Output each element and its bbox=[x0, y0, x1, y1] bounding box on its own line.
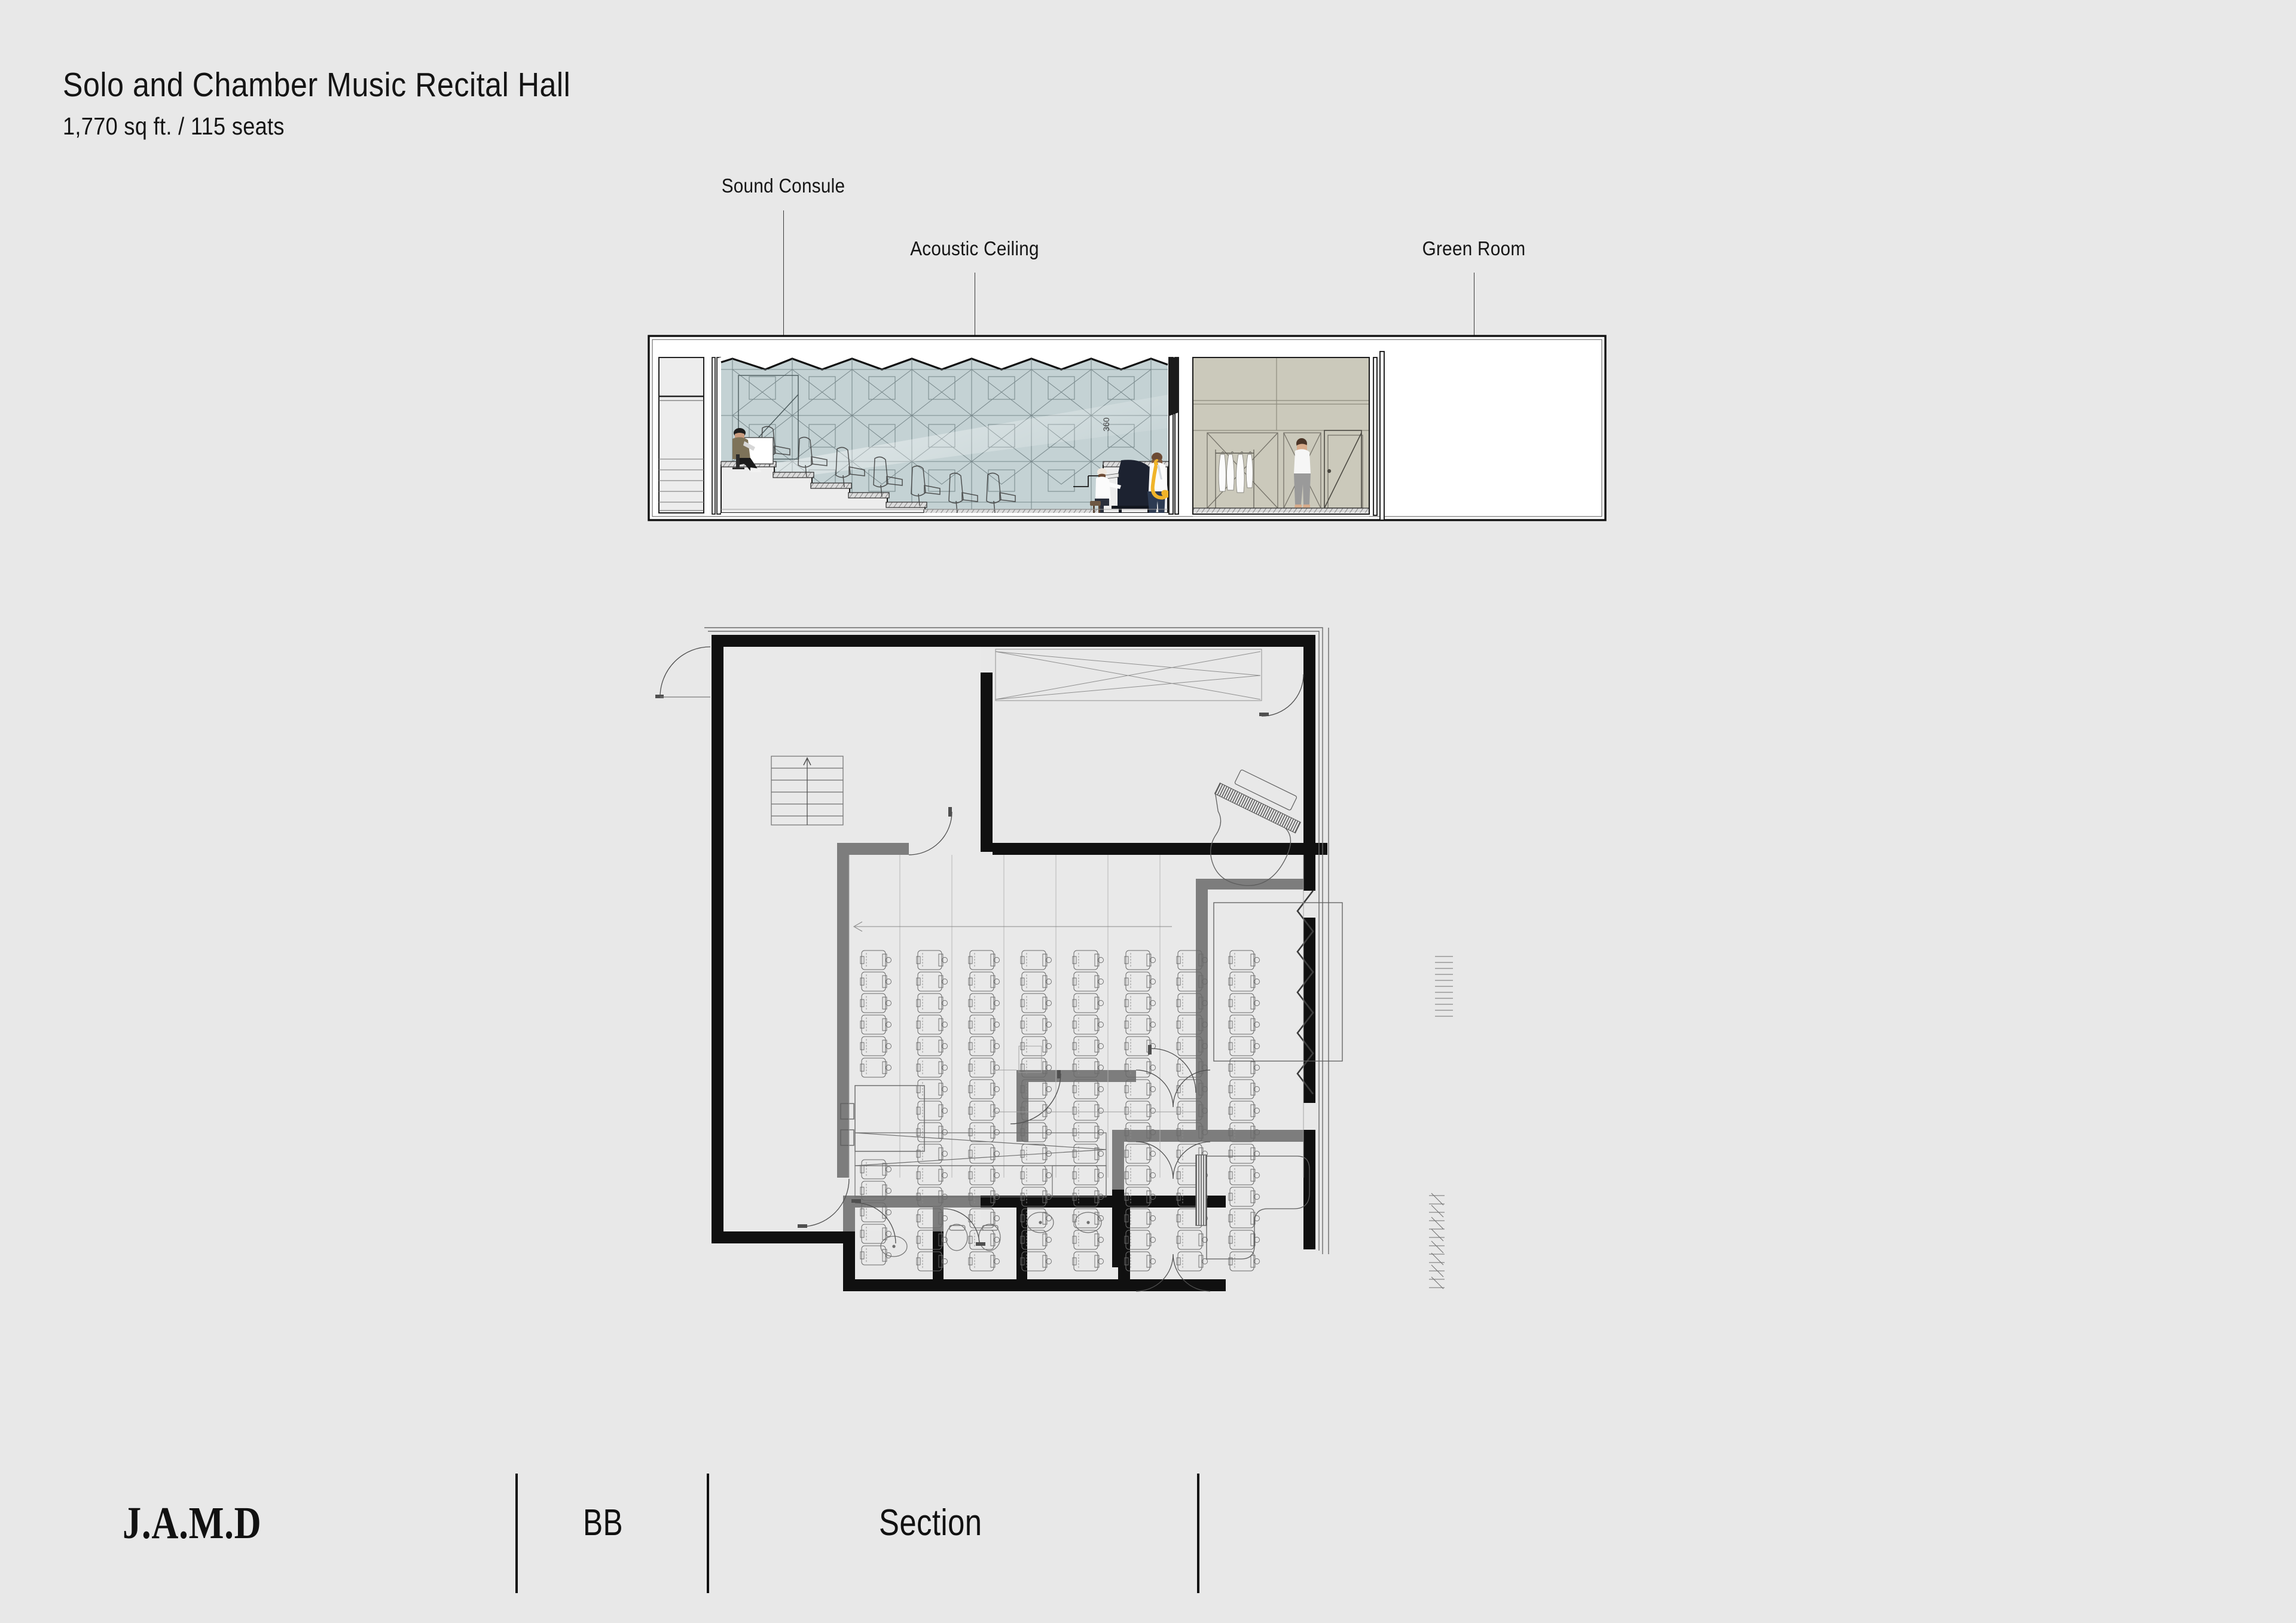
circulation-arrow bbox=[853, 921, 1172, 932]
section-wall-right bbox=[1373, 351, 1385, 521]
figure-sound-console-operator bbox=[732, 428, 761, 472]
footer-divider-3 bbox=[1197, 1474, 1199, 1593]
leader-line-sound-console bbox=[783, 210, 784, 418]
slab-lines bbox=[721, 509, 1369, 517]
restroom-fixtures bbox=[854, 1132, 1107, 1257]
clothes-rack bbox=[1215, 450, 1254, 508]
plan-roof-bracing bbox=[995, 649, 1262, 701]
door-swings bbox=[655, 646, 1304, 1292]
recital-hall-volume bbox=[719, 357, 1169, 513]
seating-banks bbox=[840, 855, 1260, 1271]
title-block: Solo and Chamber Music Recital Hall 1,77… bbox=[63, 66, 640, 140]
figure-saxophonist bbox=[1147, 453, 1169, 513]
figure-green-room-occupant bbox=[1294, 438, 1311, 508]
sheet-title: Section bbox=[879, 1502, 982, 1543]
page-title: Solo and Chamber Music Recital Hall bbox=[63, 66, 571, 104]
plan-drawing bbox=[598, 592, 1662, 1375]
callout-label: Green Room bbox=[1422, 237, 1526, 259]
footer-divider-2 bbox=[707, 1474, 709, 1593]
stair-shaft bbox=[658, 357, 704, 514]
acoustic-wall-zigzag bbox=[1296, 890, 1314, 1095]
callout-label: Sound Consule bbox=[721, 175, 845, 197]
sofa-plan bbox=[1195, 1154, 1310, 1260]
footer-divider-1 bbox=[515, 1474, 518, 1593]
callout-label: Acoustic Ceiling bbox=[910, 237, 1039, 259]
plan-envelope bbox=[704, 627, 1329, 1254]
light-beam bbox=[750, 395, 1169, 483]
sound-console-desk-plan bbox=[840, 1085, 925, 1152]
plan-hairlines bbox=[848, 855, 1304, 1178]
page-subtitle: 1,770 sq ft. / 115 seats bbox=[63, 112, 285, 140]
green-room-volume bbox=[1193, 357, 1369, 513]
closet-hatch-plan bbox=[1429, 1193, 1445, 1289]
green-room-plan bbox=[1213, 902, 1343, 1062]
studio-logo: J.A.M.D bbox=[123, 1498, 262, 1548]
plan-room-fills bbox=[723, 647, 1303, 1231]
figure-pianist bbox=[1090, 468, 1121, 513]
grand-piano-plan bbox=[1210, 769, 1301, 887]
section-wall-stage bbox=[1168, 357, 1179, 515]
upper-closet-hatch bbox=[1435, 956, 1453, 1017]
plan-stair bbox=[771, 756, 844, 826]
sheet-code: BB bbox=[583, 1502, 623, 1543]
dimension-360: 360 bbox=[1101, 417, 1111, 432]
section-drawing: 360 326 bbox=[643, 311, 1629, 526]
